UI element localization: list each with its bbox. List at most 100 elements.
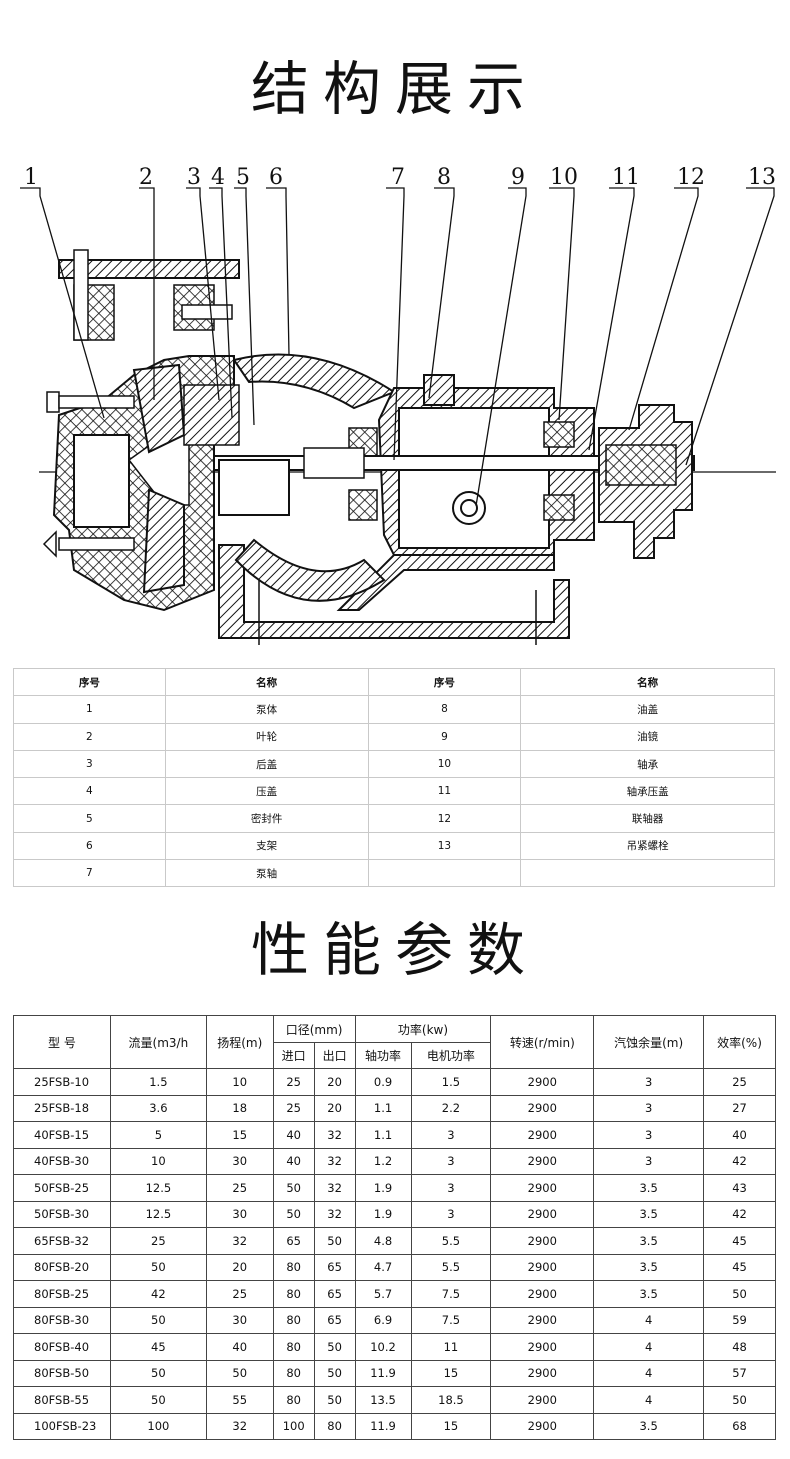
inlet-cell: 80 xyxy=(272,1280,315,1308)
head-cell: 25 xyxy=(205,1280,274,1308)
speed-cell: 2900 xyxy=(490,1333,595,1361)
model-cell: 25FSB-10 xyxy=(13,1068,111,1096)
head-cell: 18 xyxy=(205,1094,274,1122)
speed-cell: 2900 xyxy=(490,1174,595,1202)
model-cell: 50FSB-25 xyxy=(13,1174,111,1202)
flow-cell: 50 xyxy=(109,1253,207,1281)
flow-cell: 5 xyxy=(109,1121,207,1149)
model-cell: 65FSB-32 xyxy=(13,1227,111,1255)
flow-cell: 100 xyxy=(109,1412,207,1440)
efficiency-cell: 40 xyxy=(703,1121,776,1149)
pump-cross-section-diagram: 1 2 3 4 5 6 7 8 9 10 11 12 13 xyxy=(20,165,776,645)
npsh-cell: 3 xyxy=(593,1094,705,1122)
npsh-cell: 3.5 xyxy=(593,1227,705,1255)
efficiency-cell: 43 xyxy=(703,1174,776,1202)
head-cell: 30 xyxy=(205,1147,274,1175)
speed-cell: 2900 xyxy=(490,1412,595,1440)
flow-cell: 42 xyxy=(109,1280,207,1308)
part-index-cell: 9 xyxy=(367,722,522,751)
speed-cell: 2900 xyxy=(490,1068,595,1096)
outlet-cell: 50 xyxy=(313,1333,356,1361)
motor-power-cell: 3 xyxy=(410,1174,492,1202)
flow-cell: 12.5 xyxy=(109,1174,207,1202)
efficiency-cell: 50 xyxy=(703,1386,776,1414)
part-name-cell: 泵体 xyxy=(164,695,369,724)
callout-3: 3 xyxy=(187,165,201,190)
motor-power-cell: 15 xyxy=(410,1412,492,1440)
speed-cell: 2900 xyxy=(490,1253,595,1281)
head-cell: 30 xyxy=(205,1200,274,1228)
callout-9: 9 xyxy=(511,165,525,190)
shaft-power-cell: 1.1 xyxy=(354,1121,412,1149)
header-index: 序号 xyxy=(367,667,522,697)
head-cell: 15 xyxy=(205,1121,274,1149)
part-index-cell: 4 xyxy=(13,777,166,806)
performance-table: 型 号 流量(m3/h 扬程(m) 口径(mm) 功率(kw) 转速(r/min… xyxy=(13,1015,776,1440)
header-model: 型 号 xyxy=(13,1015,111,1069)
npsh-cell: 3 xyxy=(593,1147,705,1175)
npsh-cell: 3.5 xyxy=(593,1280,705,1308)
part-index-cell: 2 xyxy=(13,722,166,751)
inlet-cell: 40 xyxy=(272,1121,315,1149)
inlet-cell: 100 xyxy=(272,1412,315,1440)
part-name-cell: 叶轮 xyxy=(164,722,369,751)
header-flow: 流量(m3/h xyxy=(109,1015,207,1069)
flow-cell: 10 xyxy=(109,1147,207,1175)
model-cell: 80FSB-40 xyxy=(13,1333,111,1361)
part-name-cell: 支架 xyxy=(164,831,369,861)
part-index-cell: 12 xyxy=(367,804,522,833)
head-cell: 55 xyxy=(205,1386,274,1414)
performance-title: 性能参数 xyxy=(250,916,539,984)
shaft-power-cell: 11.9 xyxy=(354,1412,412,1440)
outlet-cell: 20 xyxy=(313,1094,356,1122)
part-name-cell: 油镜 xyxy=(520,722,775,751)
callout-5: 5 xyxy=(236,165,250,190)
header-shaft-power: 轴功率 xyxy=(354,1042,412,1069)
part-index-cell: 10 xyxy=(367,749,522,779)
outlet-cell: 32 xyxy=(313,1147,356,1175)
header-diameter: 口径(mm) xyxy=(272,1015,356,1043)
inlet-cell: 80 xyxy=(272,1253,315,1281)
callout-8: 8 xyxy=(437,165,451,190)
model-cell: 40FSB-15 xyxy=(13,1121,111,1149)
header-motor-power: 电机功率 xyxy=(410,1042,492,1069)
motor-power-cell: 2.2 xyxy=(410,1094,492,1122)
callout-10: 10 xyxy=(550,165,578,190)
part-name-cell: 压盖 xyxy=(164,777,369,806)
efficiency-cell: 42 xyxy=(703,1147,776,1175)
shaft-power-cell: 10.2 xyxy=(354,1333,412,1361)
flow-cell: 3.6 xyxy=(109,1094,207,1122)
speed-cell: 2900 xyxy=(490,1200,595,1228)
npsh-cell: 4 xyxy=(593,1386,705,1414)
outlet-cell: 65 xyxy=(313,1280,356,1308)
npsh-cell: 4 xyxy=(593,1333,705,1361)
inlet-cell: 80 xyxy=(272,1306,315,1334)
part-name-cell: 油盖 xyxy=(520,695,775,724)
efficiency-cell: 59 xyxy=(703,1306,776,1334)
model-cell: 80FSB-20 xyxy=(13,1253,111,1281)
inlet-cell: 65 xyxy=(272,1227,315,1255)
inlet-cell: 25 xyxy=(272,1068,315,1096)
inlet-cell: 80 xyxy=(272,1333,315,1361)
model-cell: 25FSB-18 xyxy=(13,1094,111,1122)
part-name-cell: 联轴器 xyxy=(520,804,775,833)
callout-2: 2 xyxy=(139,165,153,190)
callout-6: 6 xyxy=(269,165,283,190)
part-index-cell: 6 xyxy=(13,831,166,861)
speed-cell: 2900 xyxy=(490,1121,595,1149)
inlet-cell: 80 xyxy=(272,1386,315,1414)
motor-power-cell: 3 xyxy=(410,1121,492,1149)
motor-power-cell: 7.5 xyxy=(410,1280,492,1308)
part-name-cell: 后盖 xyxy=(164,749,369,779)
header-speed: 转速(r/min) xyxy=(490,1015,595,1069)
